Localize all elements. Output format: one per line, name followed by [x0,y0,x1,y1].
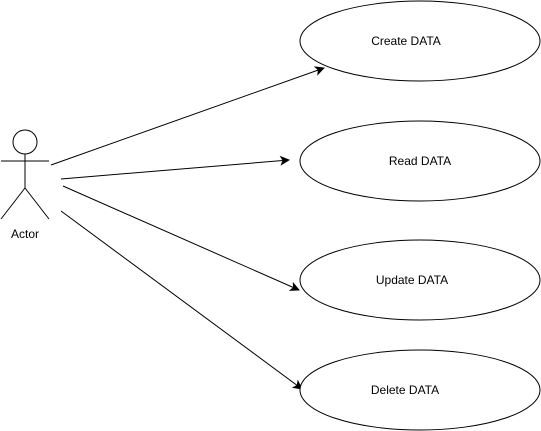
actor-label: Actor [11,227,39,241]
use-case-read-ellipse [299,120,541,202]
use-case-create-ellipse [299,0,541,82]
association-create [50,66,325,166]
association-update [62,185,300,291]
use-case-delete-ellipse [299,349,541,431]
actor[interactable]: Actor [0,129,50,241]
use-case-create-label: Create DATA [371,34,441,48]
actor-left-leg [0,187,26,220]
use-case-delete-label: Delete DATA [371,383,439,397]
association-delete [60,210,303,390]
use-case-update[interactable]: Update DATA [299,239,541,321]
actor-head [12,129,38,155]
use-case-read-label: Read DATA [389,154,451,168]
use-case-update-label: Update DATA [376,273,448,287]
association-read [60,155,290,180]
use-case-create[interactable]: Create DATA [299,0,541,82]
actor-right-leg [24,187,50,220]
use-case-delete[interactable]: Delete DATA [299,349,541,431]
use-case-read[interactable]: Read DATA [299,120,541,202]
use-case-update-ellipse [299,239,541,321]
